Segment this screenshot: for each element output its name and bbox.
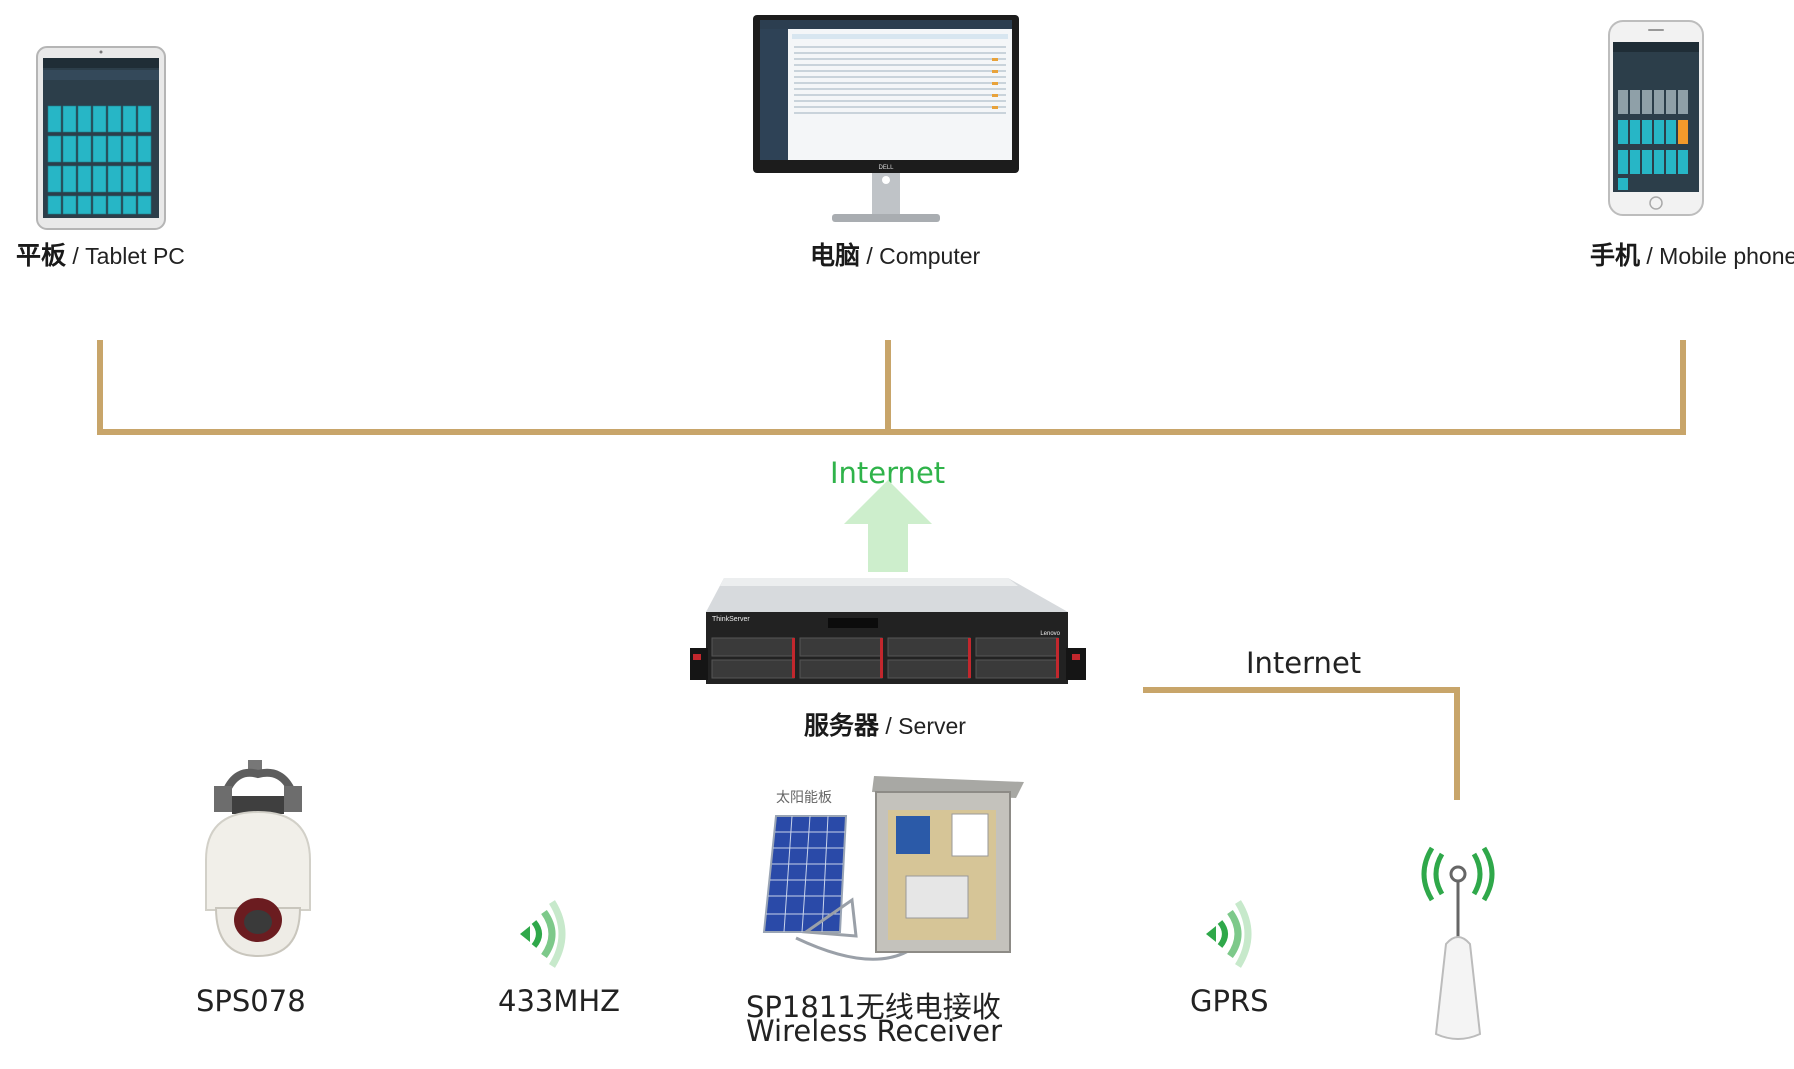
receiver-label-line2: Wireless Receiver bbox=[746, 1014, 1003, 1048]
antenna-device bbox=[1416, 846, 1500, 1042]
computer-device: DELL bbox=[752, 14, 1020, 224]
antenna-tower-icon bbox=[1421, 846, 1495, 1040]
radio-wave-icon bbox=[520, 900, 566, 968]
server-brand-right: Lenovo bbox=[1040, 631, 1060, 637]
computer-label-cn: 电脑 bbox=[810, 241, 861, 270]
camera-device bbox=[196, 760, 320, 960]
tablet-icon bbox=[36, 46, 166, 230]
rf-label: 433MHZ bbox=[498, 984, 621, 1018]
computer-label-en: / Computer bbox=[860, 243, 981, 269]
internet-right-label: Internet bbox=[1246, 646, 1362, 680]
server-label: 服务器 / Server bbox=[804, 706, 966, 742]
camera-label: SPS078 bbox=[196, 984, 306, 1018]
tablet-device bbox=[36, 46, 166, 230]
gprs-wave-icon bbox=[1206, 900, 1252, 968]
monitor-brand: DELL bbox=[878, 165, 894, 171]
solar-caption: 太阳能板 bbox=[776, 790, 832, 806]
phone-label-cn: 手机 bbox=[1590, 241, 1641, 270]
gprs-link-line bbox=[1143, 687, 1460, 800]
phone-device bbox=[1608, 20, 1704, 216]
phone-label: 手机 / Mobile phone bbox=[1590, 236, 1794, 272]
server-device: ThinkServer Lenovo bbox=[688, 578, 1088, 688]
monitor-icon: DELL bbox=[753, 15, 1019, 222]
gprs-label: GPRS bbox=[1190, 984, 1269, 1018]
dome-camera-icon bbox=[205, 760, 311, 958]
receiver-device: 太阳能板 bbox=[756, 776, 1026, 976]
solar-receiver-cabinet-icon: 太阳能板 bbox=[762, 776, 1024, 961]
receiver-label-line1: SP1811无线电接收 bbox=[746, 990, 1001, 1024]
tablet-label-cn: 平板 bbox=[16, 241, 67, 270]
server-label-en: / Server bbox=[879, 713, 966, 739]
phone-label-en: / Mobile phone bbox=[1640, 243, 1794, 269]
upload-arrow-icon bbox=[844, 480, 932, 572]
tablet-label-en: / Tablet PC bbox=[66, 243, 185, 269]
rack-server-icon: ThinkServer Lenovo bbox=[690, 578, 1086, 684]
computer-label: 电脑 / Computer bbox=[810, 236, 980, 272]
phone-icon bbox=[1608, 20, 1704, 216]
top-bus-line bbox=[97, 340, 1686, 435]
server-brand-left: ThinkServer bbox=[712, 616, 750, 623]
server-label-cn: 服务器 bbox=[804, 711, 880, 740]
tablet-label: 平板 / Tablet PC bbox=[16, 236, 185, 272]
